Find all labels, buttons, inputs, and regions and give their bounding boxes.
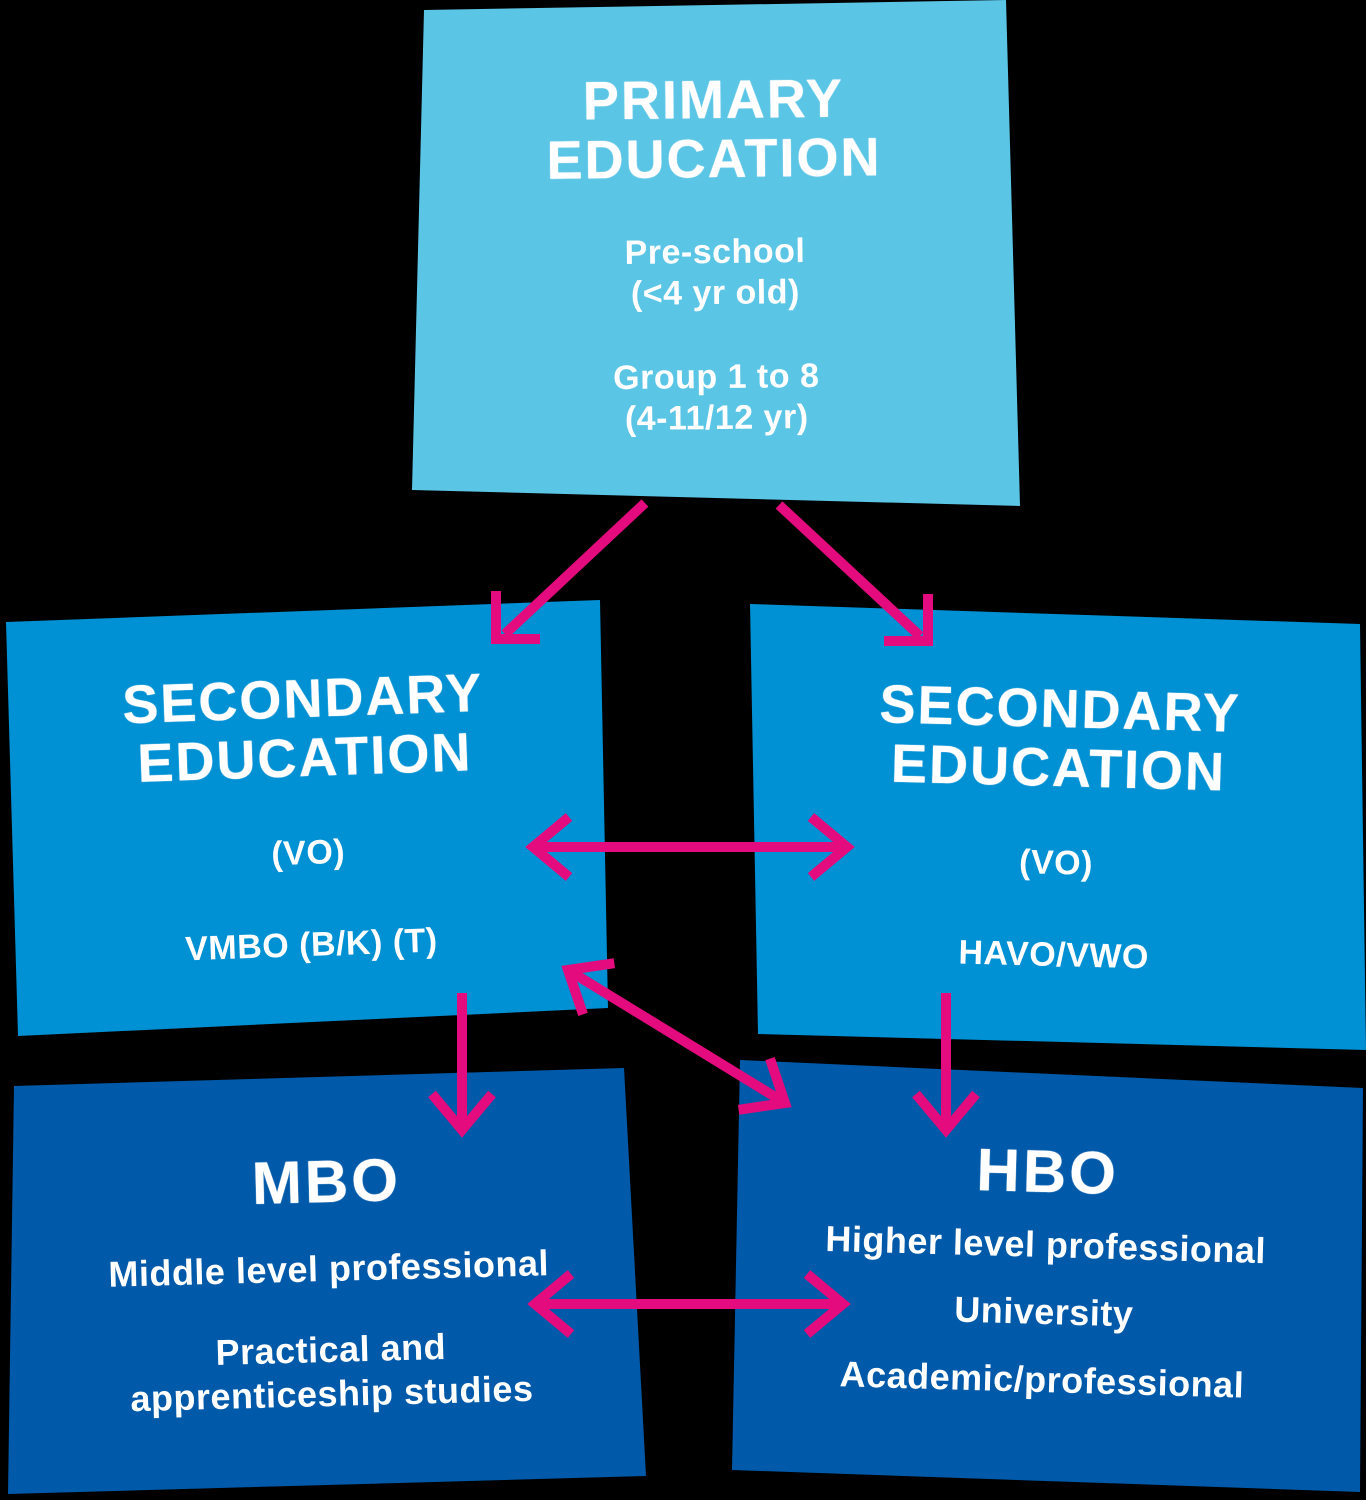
secondary-right-vo-line: (VO): [1018, 842, 1094, 883]
mbo-title: MBO: [251, 1146, 402, 1218]
hbo-title: HBO: [975, 1136, 1120, 1208]
hbo-university-line: University: [953, 1288, 1134, 1335]
primary-education-title: Primary Education: [546, 68, 882, 192]
secondary-left-vo-line: (VO): [270, 832, 346, 873]
group-line-2: (4-11/12 yr): [624, 398, 809, 439]
box-hbo: HBO Higher level professional University…: [732, 1060, 1363, 1492]
mbo-middle-level-text: Middle level professional: [108, 1241, 550, 1296]
hbo-university-text: University: [954, 1288, 1134, 1336]
hbo-academic-line: Academic/professional: [839, 1352, 1245, 1406]
preschool-line-1: Pre-school: [624, 231, 806, 272]
hbo-higher-level-line: Higher level professional: [824, 1218, 1267, 1272]
secondary-right-title-line-1: Secondary: [878, 674, 1242, 744]
box-primary-education: Primary Education Pre-school (<4 yr old)…: [412, 0, 1020, 506]
secondary-left-vmbo-text: VMBO (B/K) (T): [185, 921, 439, 971]
hbo-higher-level-text: Higher level professional: [825, 1217, 1267, 1272]
mbo-practical-text: Practical and apprenticeship studies: [129, 1323, 534, 1420]
preschool-line-2: (<4 yr old): [630, 272, 801, 313]
secondary-left-vmbo-line: VMBO (B/K) (T): [184, 921, 439, 969]
mbo-title-line: MBO: [251, 1146, 402, 1218]
primary-group-text: Group 1 to 8 (4-11/12 yr): [613, 356, 820, 440]
secondary-left-vo-text: (VO): [271, 831, 346, 874]
secondary-right-havo-vwo-line: HAVO/VWO: [958, 933, 1150, 977]
secondary-left-title: Secondary Education: [121, 663, 486, 795]
hbo-academic-text: Academic/professional: [839, 1352, 1245, 1406]
secondary-right-vo-text: (VO): [1019, 842, 1094, 885]
hbo-title-line: HBO: [975, 1136, 1120, 1208]
primary-preschool-text: Pre-school (<4 yr old): [624, 231, 806, 314]
secondary-right-title: Secondary Education: [877, 674, 1242, 803]
group-line-1: Group 1 to 8: [612, 357, 820, 398]
box-secondary-education-vmbo: Secondary Education (VO) VMBO (B/K) (T): [6, 600, 608, 1036]
primary-title-line-2: Education: [546, 127, 882, 192]
secondary-right-havo-vwo-text: HAVO/VWO: [958, 933, 1149, 979]
mbo-middle-level-line: Middle level professional: [107, 1242, 550, 1295]
secondary-left-title-line-2: Education: [136, 722, 474, 795]
secondary-right-title-line-2: Education: [890, 733, 1227, 803]
mbo-practical-line-2: apprenticeship studies: [129, 1367, 534, 1419]
primary-title-line-1: Primary: [582, 68, 845, 132]
box-secondary-education-havo-vwo: Secondary Education (VO) HAVO/VWO: [750, 604, 1366, 1050]
box-mbo: MBO Middle level professional Practical …: [8, 1068, 646, 1494]
